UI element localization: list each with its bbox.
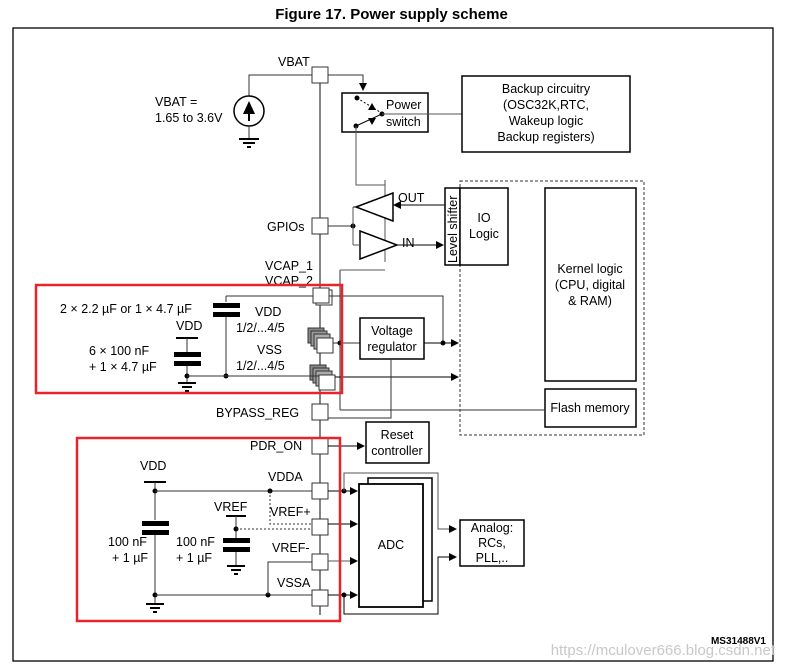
vssa-label: VSSA (277, 576, 311, 590)
flash-memory-block: Flash memory (544, 388, 637, 428)
vcap-cap-label: 2 × 2.2 µF or 1 × 4.7 µF (60, 302, 192, 316)
capacitor-icon (142, 521, 169, 526)
io-logic-line2: Logic (469, 227, 499, 241)
vss-pins-stack (309, 364, 459, 391)
power-switch: Power switch (328, 74, 462, 186)
level-shifter: Level shifter (444, 187, 461, 266)
battery-source: VBAT = 1.65 to 3.6V (155, 74, 312, 148)
analog-line1: Analog: (471, 521, 513, 535)
reset-line2: controller (371, 444, 422, 458)
kernel-line3: & RAM) (568, 294, 612, 308)
adc-label: ADC (378, 538, 404, 552)
backup-line1: Backup circuitry (502, 82, 591, 96)
kernel-logic-block: Kernel logic (CPU, digital & RAM) (544, 187, 637, 382)
power-switch-label-line1: Power (386, 98, 421, 112)
figure-title: Figure 17. Power supply scheme (275, 6, 508, 23)
analog-line2: RCs, (478, 536, 506, 550)
analog-pins: VDDA VREF+ VREF- VSSA (268, 470, 329, 607)
io-logic-line1: IO (477, 211, 490, 225)
regulator-line1: Voltage (371, 324, 413, 338)
cap1-line1: 100 nF (108, 535, 147, 549)
backup-line3: Wakeup logic (509, 114, 584, 128)
ground-icon (227, 565, 245, 575)
figure-frame (12, 27, 774, 662)
out-buffer-icon (353, 191, 394, 223)
capacitor-icon (213, 303, 240, 308)
vssa-pin (311, 589, 329, 607)
vdd-cap-line1: 6 × 100 nF (89, 344, 149, 358)
in-buffer-icon (359, 229, 400, 261)
vref-plus-pin (311, 518, 329, 536)
digital-decoupling: 2 × 2.2 µF or 1 × 4.7 µF VDD 6 × 100 nF … (60, 295, 319, 392)
highlight-digital-decoupling (34, 283, 344, 395)
cap2-line1: 100 nF (176, 535, 215, 549)
analog-vdd-label: VDD (140, 459, 166, 473)
gpio-pin: GPIOs (267, 217, 356, 235)
ground-icon (146, 603, 164, 613)
flash-label: Flash memory (550, 401, 630, 415)
cap1-line2: + 1 µF (112, 551, 148, 565)
decoupling-vdd-label: VDD (176, 319, 202, 333)
io-buffers: OUT IN (352, 180, 445, 262)
analog-rc-pll-block: Analog: RCs, PLL,.. (459, 519, 525, 567)
vss-pins-label-line1: VSS (257, 343, 282, 357)
capacitor-icon (223, 538, 250, 543)
in-label: IN (402, 236, 415, 250)
vref-label: VREF (214, 500, 248, 514)
reset-line1: Reset (381, 428, 414, 442)
vbat-range-line1: VBAT = (155, 95, 197, 109)
analog-decoupling: VDD 100 nF + 1 µF VREF (108, 459, 312, 613)
vdd-pins-label-line2: 1/2/...4/5 (236, 321, 285, 335)
adc-block: ADC (358, 477, 433, 608)
cap2-line2: + 1 µF (176, 551, 212, 565)
vbat-pin: VBAT (278, 55, 329, 84)
analog-line3: PLL,.. (476, 551, 509, 565)
out-label: OUT (398, 191, 425, 205)
vref-plus-label: VREF+ (270, 505, 311, 519)
pdr-on-pin: PDR_ON (250, 437, 365, 455)
figure-code: MS31488V1 (711, 636, 766, 647)
vdda-label: VDDA (268, 470, 303, 484)
regulator-line2: regulator (367, 340, 416, 354)
adc-connections (328, 472, 457, 615)
vref-minus-pin (311, 553, 329, 571)
vbat-pin-label: VBAT (278, 55, 310, 69)
gpio-pin-label: GPIOs (267, 220, 305, 234)
io-logic-block: IO Logic (459, 187, 509, 266)
digital-domain-boundary (459, 180, 645, 436)
backup-line2: (OSC32K,RTC, (503, 98, 589, 112)
capacitor-icon (174, 352, 201, 357)
backup-circuitry-block: Backup circuitry (OSC32K,RTC, Wakeup log… (461, 75, 631, 153)
vss-pins-label-line2: 1/2/...4/5 (236, 359, 285, 373)
kernel-line1: Kernel logic (557, 262, 622, 276)
vdd-pins-stack (307, 269, 385, 410)
bypass-reg-pin: BYPASS_REG (216, 403, 329, 421)
vdd-pins-label-line1: VDD (255, 305, 281, 319)
reset-controller-block: Reset controller (365, 421, 430, 464)
vdd-cap-line2: + 1 × 4.7 µF (89, 360, 157, 374)
watermark: https://mculover666.blog.csdn.net (551, 642, 776, 659)
ground-icon (178, 382, 196, 392)
vcap-label-line1: VCAP_1 (265, 259, 313, 273)
vdda-pin (311, 482, 329, 500)
highlight-analog-decoupling (75, 436, 342, 623)
backup-line4: Backup registers) (497, 130, 594, 144)
ground-icon (239, 138, 259, 148)
kernel-line2: (CPU, digital (555, 278, 625, 292)
pdr-on-label: PDR_ON (250, 439, 302, 453)
level-shifter-label: Level shifter (446, 196, 460, 263)
bypass-reg-label: BYPASS_REG (216, 406, 299, 420)
voltage-regulator-block: Voltage regulator (328, 317, 545, 419)
vref-minus-label: VREF- (272, 541, 310, 555)
vbat-range-line2: 1.65 to 3.6V (155, 111, 223, 125)
power-switch-label-line2: switch (386, 115, 421, 129)
